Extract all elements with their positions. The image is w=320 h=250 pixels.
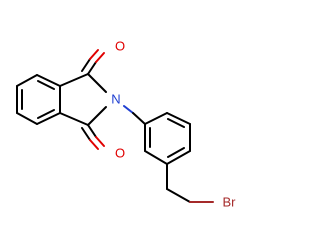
bromomethyl-group	[166, 163, 214, 203]
fused-benzene-ring	[16, 74, 61, 125]
nitrogen-atom-label: N	[111, 92, 120, 107]
oxygen-atom-label-bottom: O	[115, 146, 125, 161]
benzyl-linker	[123, 105, 146, 125]
benzene-ring	[144, 112, 191, 165]
bromine-atom-label: Br	[223, 195, 237, 210]
carbonyl-top	[81, 49, 105, 75]
chemical-structure: O N O Br	[16, 39, 237, 210]
oxygen-atom-label-top: O	[115, 39, 125, 54]
imide-ring	[59, 73, 107, 126]
carbonyl-bottom	[81, 124, 105, 150]
